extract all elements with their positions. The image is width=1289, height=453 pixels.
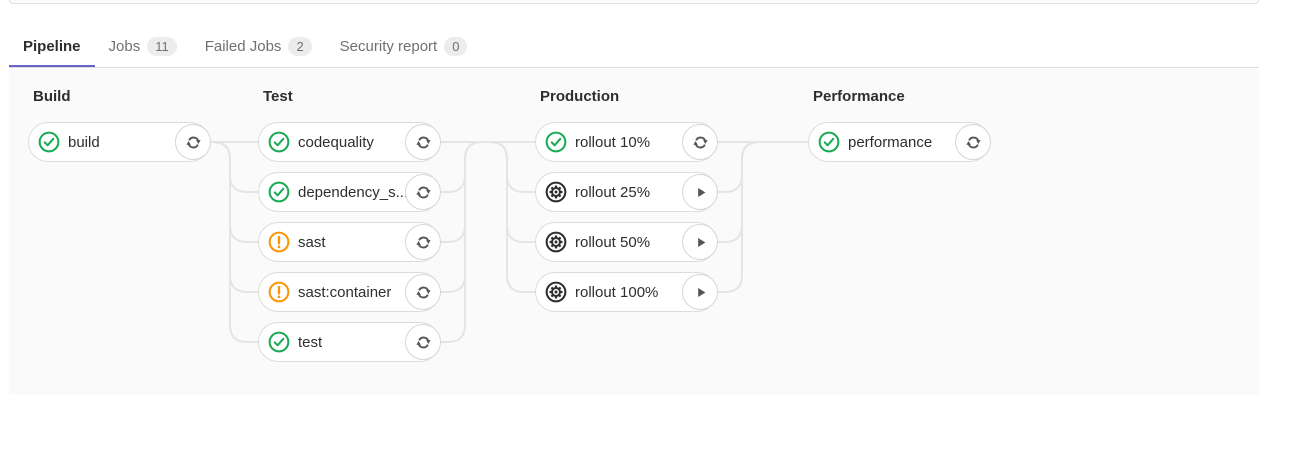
job-pill-build[interactable]: build bbox=[28, 122, 211, 162]
job-pill-performance[interactable]: performance bbox=[808, 122, 991, 162]
retry-icon bbox=[965, 136, 981, 148]
tab-security-report[interactable]: Security report 0 bbox=[326, 26, 482, 67]
job-name-label: rollout 50% bbox=[575, 233, 651, 251]
job-pill-rollout-100[interactable]: rollout 100% bbox=[535, 272, 718, 312]
job-pill-sast[interactable]: sast bbox=[258, 222, 441, 262]
play-button[interactable] bbox=[682, 224, 718, 260]
retry-button[interactable] bbox=[405, 224, 441, 260]
pipeline-graph: Build build Test codequality dependency_… bbox=[9, 69, 1260, 395]
play-button[interactable] bbox=[682, 174, 718, 210]
pipeline-tabs: Pipeline Jobs 11 Failed Jobs 2 Security … bbox=[9, 26, 1259, 68]
stage-title-build: Build bbox=[33, 88, 71, 105]
tab-security-report-label: Security report bbox=[339, 38, 438, 55]
job-name-label: sast:container bbox=[298, 283, 392, 301]
job-name-label: rollout 100% bbox=[575, 283, 659, 301]
success-status-icon bbox=[545, 131, 567, 153]
play-button[interactable] bbox=[682, 274, 718, 310]
job-name-label: dependency_s... bbox=[298, 183, 409, 201]
security-report-count-badge: 0 bbox=[444, 37, 468, 56]
retry-icon bbox=[415, 336, 431, 348]
retry-button[interactable] bbox=[405, 174, 441, 210]
retry-button[interactable] bbox=[955, 124, 991, 160]
tab-jobs-label: Jobs bbox=[108, 38, 141, 55]
play-icon bbox=[697, 237, 705, 247]
retry-icon bbox=[415, 186, 431, 198]
job-pill-dependency-s[interactable]: dependency_s... bbox=[258, 172, 441, 212]
pipeline-edges bbox=[210, 141, 808, 343]
previous-card-bottom-edge bbox=[9, 0, 1259, 4]
tab-pipeline[interactable]: Pipeline bbox=[9, 26, 95, 67]
stage-title-test: Test bbox=[263, 88, 293, 105]
retry-icon bbox=[415, 286, 431, 298]
job-pill-rollout-25[interactable]: rollout 25% bbox=[535, 172, 718, 212]
job-pill-rollout-10[interactable]: rollout 10% bbox=[535, 122, 718, 162]
retry-button[interactable] bbox=[405, 324, 441, 360]
success-status-icon bbox=[268, 131, 290, 153]
stage-title-production: Production bbox=[540, 88, 620, 105]
job-name-label: rollout 25% bbox=[575, 183, 651, 201]
job-name-label: rollout 10% bbox=[575, 133, 651, 151]
play-icon bbox=[697, 287, 705, 297]
retry-button[interactable] bbox=[682, 124, 718, 160]
tab-failed-jobs[interactable]: Failed Jobs 2 bbox=[191, 26, 326, 67]
retry-icon bbox=[185, 136, 201, 148]
tab-pipeline-label: Pipeline bbox=[23, 38, 81, 55]
job-pill-rollout-50[interactable]: rollout 50% bbox=[535, 222, 718, 262]
play-icon bbox=[697, 187, 705, 197]
job-name-label: sast bbox=[298, 233, 326, 251]
success-status-icon bbox=[38, 131, 60, 153]
retry-icon bbox=[415, 136, 431, 148]
success-status-icon bbox=[268, 331, 290, 353]
success-status-icon bbox=[818, 131, 840, 153]
warning-status-icon bbox=[268, 231, 290, 253]
retry-button[interactable] bbox=[405, 274, 441, 310]
job-name-label: test bbox=[298, 333, 323, 351]
jobs-count-badge: 11 bbox=[147, 37, 177, 56]
retry-icon bbox=[692, 136, 708, 148]
retry-button[interactable] bbox=[405, 124, 441, 160]
job-pill-sast-container[interactable]: sast:container bbox=[258, 272, 441, 312]
manual-status-icon bbox=[545, 181, 567, 203]
tab-failed-jobs-label: Failed Jobs bbox=[204, 38, 282, 55]
job-pill-codequality[interactable]: codequality bbox=[258, 122, 441, 162]
warning-status-icon bbox=[268, 281, 290, 303]
retry-button[interactable] bbox=[175, 124, 211, 160]
stage-title-performance: Performance bbox=[813, 88, 905, 105]
retry-icon bbox=[415, 236, 431, 248]
manual-status-icon bbox=[545, 231, 567, 253]
manual-status-icon bbox=[545, 281, 567, 303]
tab-jobs[interactable]: Jobs 11 bbox=[95, 26, 191, 67]
job-pill-test[interactable]: test bbox=[258, 322, 441, 362]
failed-jobs-count-badge: 2 bbox=[288, 37, 312, 56]
job-name-label: codequality bbox=[298, 133, 374, 151]
success-status-icon bbox=[268, 181, 290, 203]
job-name-label: performance bbox=[848, 133, 933, 151]
job-name-label: build bbox=[68, 133, 100, 151]
